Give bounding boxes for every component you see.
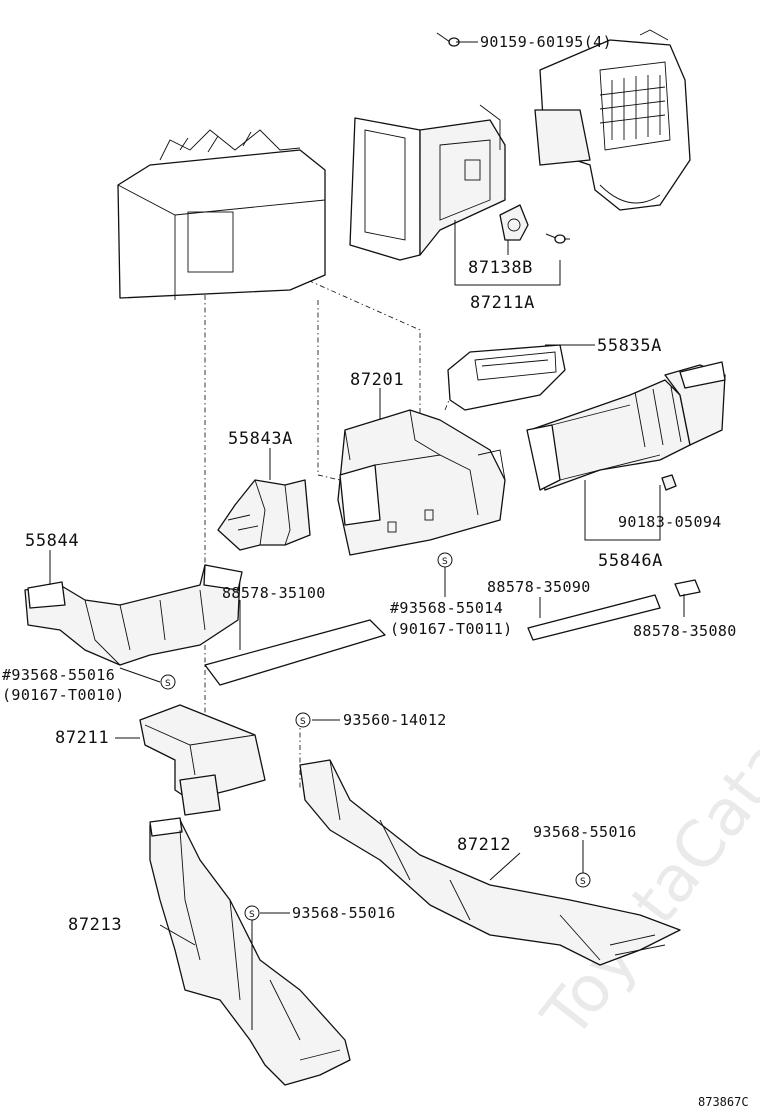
part-87211a-body — [349, 104, 506, 261]
symbol-s-icon: S — [295, 712, 311, 728]
label-88578-35100: 88578-35100 — [222, 584, 326, 602]
svg-text:S: S — [249, 910, 255, 920]
label-55843a: 55843A — [228, 429, 293, 449]
duct-87212 — [299, 759, 681, 966]
svg-text:S: S — [442, 557, 448, 567]
label-88578-35080: 88578-35080 — [633, 622, 737, 640]
label-93568-55016-right: 93568-55016 — [533, 823, 637, 841]
duct-87211 — [139, 704, 266, 816]
clip-icon — [661, 474, 677, 491]
label-55835a: 55835A — [597, 336, 662, 356]
label-55844: 55844 — [25, 531, 79, 551]
symbol-s-icon: S — [160, 674, 176, 690]
servo-motor-87138b — [499, 204, 529, 241]
label-93560-14012: 93560-14012 — [343, 711, 447, 729]
label-87138b: 87138B — [468, 258, 533, 278]
label-87211a: 87211A — [470, 293, 535, 313]
symbol-s-icon: S — [244, 905, 260, 921]
label-90167-t0010: (90167-T0010) — [2, 686, 125, 704]
pad-88578-35080 — [674, 579, 701, 597]
blower-unit — [534, 29, 691, 211]
label-87213: 87213 — [68, 915, 122, 935]
symbol-s-icon: S — [437, 552, 453, 568]
svg-text:S: S — [165, 679, 171, 689]
symbol-s-icon: S — [575, 872, 591, 888]
label-87211: 87211 — [55, 728, 109, 748]
duct-55846a — [526, 361, 726, 491]
label-93568-55016-low: 93568-55016 — [292, 904, 396, 922]
pad-88578-35100 — [204, 619, 386, 686]
duct-87201 — [337, 409, 506, 556]
watermark: ToyotaCatalog.ru — [528, 579, 760, 1052]
leader-lines — [49, 41, 685, 1030]
label-55846a: 55846A — [598, 551, 663, 571]
svg-text:S: S — [300, 717, 306, 727]
part-labels: 90159-60195(4) 87138B 87211A 55835A 8720… — [2, 33, 749, 1109]
duct-55835a — [447, 344, 566, 411]
screw-mid-icon — [545, 233, 566, 244]
label-87201: 87201 — [350, 370, 404, 390]
heater-unit-housing — [117, 129, 326, 300]
duct-55843a — [217, 479, 311, 551]
svg-text:S: S — [580, 877, 586, 887]
label-90183-05094: 90183-05094 — [618, 513, 722, 531]
duct-55844 — [24, 564, 243, 666]
pad-88578-35090 — [527, 594, 661, 641]
label-90167-t0011: (90167-T0011) — [390, 620, 513, 638]
label-90159-60195: 90159-60195(4) — [480, 33, 612, 51]
label-93568-55016-left: #93568-55016 — [2, 666, 115, 684]
label-93568-55014: #93568-55014 — [390, 599, 503, 617]
duct-87213 — [149, 817, 351, 1086]
figure-code: 873867C — [698, 1095, 749, 1109]
label-87212: 87212 — [457, 835, 511, 855]
label-88578-35090: 88578-35090 — [487, 578, 591, 596]
screw-top-icon — [436, 32, 460, 47]
